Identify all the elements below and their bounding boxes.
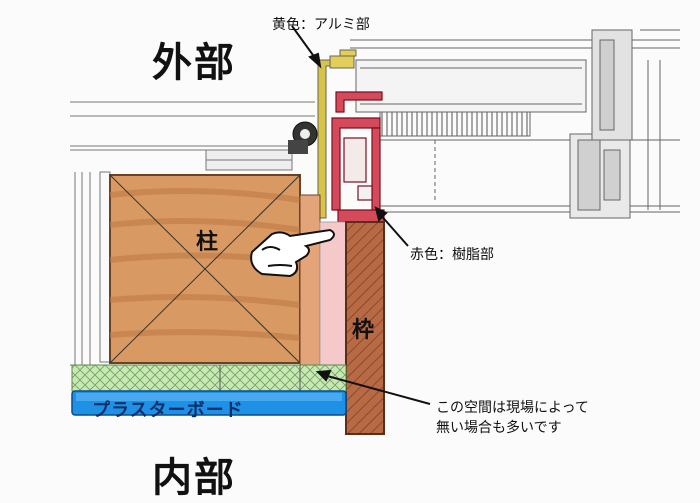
outside-label: 外部 bbox=[152, 40, 236, 86]
frame-label: 枠 bbox=[352, 318, 375, 343]
aluminum-note: 黄色：アルミ部 bbox=[272, 17, 370, 33]
plasterboard-label: プラスターボード bbox=[92, 400, 244, 421]
pointing-hand-icon bbox=[250, 228, 335, 278]
gap-note: この空間は現場によって 無い場合も多いです bbox=[436, 398, 589, 438]
frame bbox=[345, 221, 385, 435]
gap-note-line2: 無い場合も多いです bbox=[436, 420, 562, 436]
gap-space bbox=[319, 221, 347, 366]
resin-note: 赤色：樹脂部 bbox=[410, 247, 494, 263]
insulation-layer bbox=[71, 364, 347, 392]
inside-label: 内部 bbox=[152, 455, 236, 501]
spacer bbox=[299, 194, 321, 366]
resin-part bbox=[331, 91, 385, 223]
sash-glazing bbox=[350, 29, 680, 219]
arrows bbox=[291, 25, 431, 405]
gap-note-line1: この空間は現場によって bbox=[436, 400, 589, 416]
pillar-label: 柱 bbox=[196, 230, 219, 255]
